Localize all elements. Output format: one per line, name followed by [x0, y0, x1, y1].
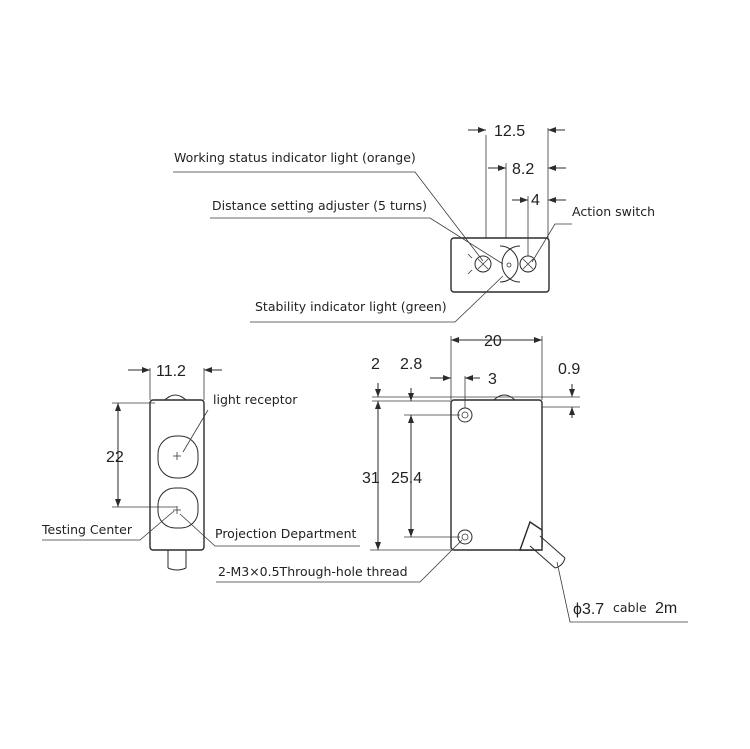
- dim-top-small: 4: [531, 192, 540, 209]
- projection-lens: [157, 487, 199, 529]
- top-view-dimensions: [468, 127, 566, 256]
- dim-front-left-c: 3: [488, 371, 497, 388]
- light-receptor-label: light receptor: [213, 392, 298, 407]
- dim-front-left-b: 2.8: [400, 356, 422, 373]
- dim-top-width: 12.5: [494, 123, 525, 140]
- front-view: [450, 394, 566, 569]
- dim-side-width: 11.2: [156, 363, 186, 380]
- cable-diameter-label: ϕ3.7: [573, 601, 604, 618]
- top-view: [450, 237, 550, 293]
- side-view: [149, 394, 205, 571]
- cable-edge-1: [529, 545, 556, 569]
- side-view-dimensions: [112, 367, 222, 508]
- working-status-light: [474, 255, 492, 273]
- dim-top-mid: 8.2: [512, 161, 534, 178]
- dim-front-width: 20: [484, 333, 502, 350]
- cable-length-label: 2m: [655, 600, 677, 617]
- testing-center-label: Testing Center: [41, 522, 133, 537]
- dim-side-height: 22: [106, 449, 124, 466]
- through-hole-label: 2-M3×0.5Through-hole thread: [218, 564, 408, 579]
- action-switch-label: Action switch: [572, 204, 655, 219]
- cable-edge-2: [539, 535, 566, 559]
- lens-window: [499, 245, 519, 283]
- top-view-leaders: [173, 171, 572, 323]
- dim-hole-spacing: 25.4: [391, 470, 422, 487]
- projection-department-label: Projection Department: [215, 526, 357, 541]
- working-status-label: Working status indicator light (orange): [174, 150, 416, 165]
- front-view-cap: [492, 394, 517, 402]
- side-view-body: [149, 399, 205, 551]
- dim-front-height: 31: [362, 470, 380, 487]
- cable-text-label: cable: [613, 600, 647, 615]
- front-view-leaders: [216, 539, 688, 623]
- light-receptor-lens: [157, 435, 199, 479]
- stability-light-label: Stability indicator light (green): [255, 299, 447, 314]
- front-view-body: [450, 399, 543, 551]
- front-view-dimensions: [370, 336, 580, 551]
- distance-adjuster-label: Distance setting adjuster (5 turns): [212, 198, 427, 213]
- dim-front-right: 0.9: [558, 361, 580, 378]
- side-view-leaders: [42, 409, 360, 547]
- dim-front-left-a: 2: [371, 356, 380, 373]
